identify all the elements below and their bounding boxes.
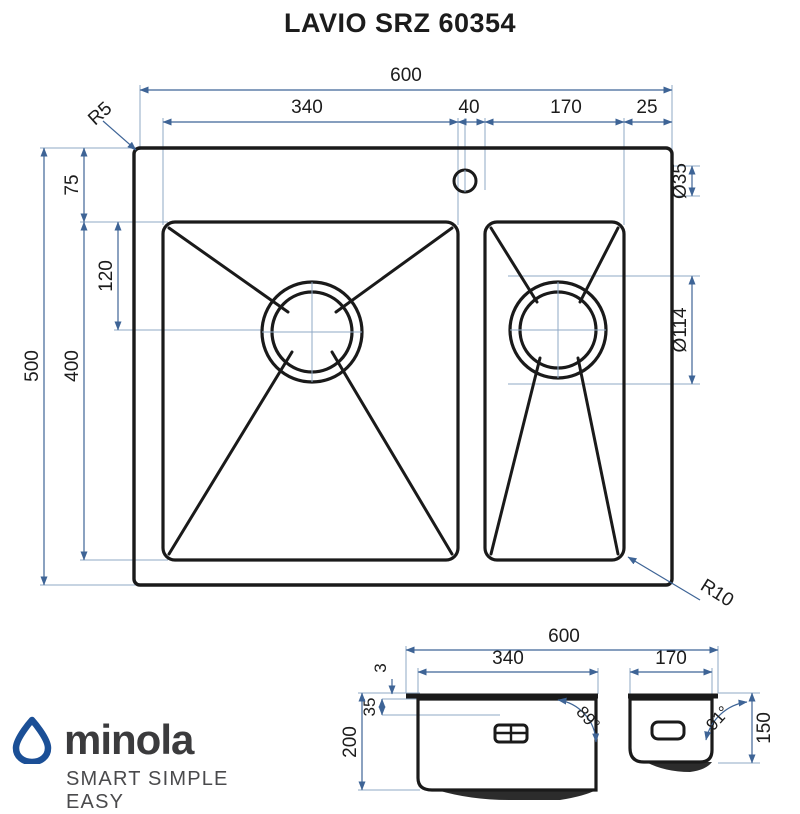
overflow-slot-left [493, 723, 529, 744]
dim-bowl-height-400: 400 [62, 221, 88, 561]
dim-label-r10: R10 [697, 575, 738, 611]
dim-label-gap: 40 [458, 97, 479, 118]
brand-tagline: SMART SIMPLE EASY [66, 768, 229, 813]
section-right-bowl [628, 693, 718, 772]
dim-right-depth-150: 150 [748, 692, 775, 764]
dim-label-left-bowl-width: 340 [291, 97, 323, 118]
dim-label-section-right-width: 170 [655, 648, 687, 669]
dim-overflow-height-35: 35 [360, 698, 386, 717]
dim-label-overall-height: 500 [22, 350, 43, 382]
dim-overall-height-500: 500 [22, 147, 48, 586]
dim-label-right-wall-angle: 91° [702, 702, 733, 734]
dim-drain-offset-120: 120 [96, 221, 122, 331]
leader-r5: R5 [84, 98, 137, 151]
right-bowl [483, 220, 626, 562]
dim-label-tap-hole-dia: Ø35 [670, 163, 691, 199]
dim-label-top-margin: 75 [62, 174, 83, 195]
dim-label-overall-width: 600 [390, 65, 422, 86]
dim-label-drain-dia: Ø114 [670, 307, 691, 353]
water-drop-icon [12, 716, 52, 764]
dim-label-left-depth: 200 [340, 726, 361, 758]
dim-label-right-depth: 150 [754, 712, 775, 744]
section-left-bowl [406, 693, 598, 800]
dim-label-rim-thickness: 3 [371, 663, 390, 672]
brand-name: minola [64, 716, 194, 763]
dim-label-section-left-width: 340 [492, 648, 524, 669]
dim-right-bowl-width-170: 170 [484, 97, 625, 126]
brand-logo: minola SMART SIMPLE EASY [10, 716, 280, 813]
sink-outer-outline [132, 146, 674, 587]
dim-gap-40: 40 [457, 97, 486, 126]
dim-tap-hole-dia: Ø35 [670, 163, 696, 199]
page-title: LAVIO SRZ 60354 [283, 8, 517, 38]
dim-rim-thickness-3: 3 [371, 663, 396, 695]
dim-label-drain-offset: 120 [96, 260, 117, 292]
dim-right-wall-angle: 91° [702, 699, 748, 741]
dim-label-bowl-height: 400 [62, 350, 83, 382]
left-bowl [161, 220, 460, 562]
dimension-extension-lines [40, 85, 700, 586]
tap-hole [452, 168, 478, 194]
dim-left-bowl-width-340: 340 [162, 97, 459, 126]
dim-label-overflow-height: 35 [360, 698, 379, 717]
dim-right-margin-25: 25 [623, 97, 673, 126]
dim-left-depth-200: 200 [340, 692, 366, 791]
dim-label-section-width: 600 [548, 626, 580, 647]
dim-section-right-170: 170 [629, 648, 713, 676]
dim-section-left-340: 340 [417, 648, 599, 676]
dim-label-right-bowl-width: 170 [550, 97, 582, 118]
dim-top-margin-75: 75 [62, 147, 88, 223]
dim-section-width-600: 600 [405, 626, 719, 654]
dim-label-right-margin: 25 [636, 97, 657, 118]
dim-drain-dia: Ø114 [670, 275, 696, 385]
dim-overall-width-600: 600 [139, 65, 673, 94]
dim-label-r5: R5 [84, 98, 116, 130]
overflow-slot-right [650, 720, 686, 741]
